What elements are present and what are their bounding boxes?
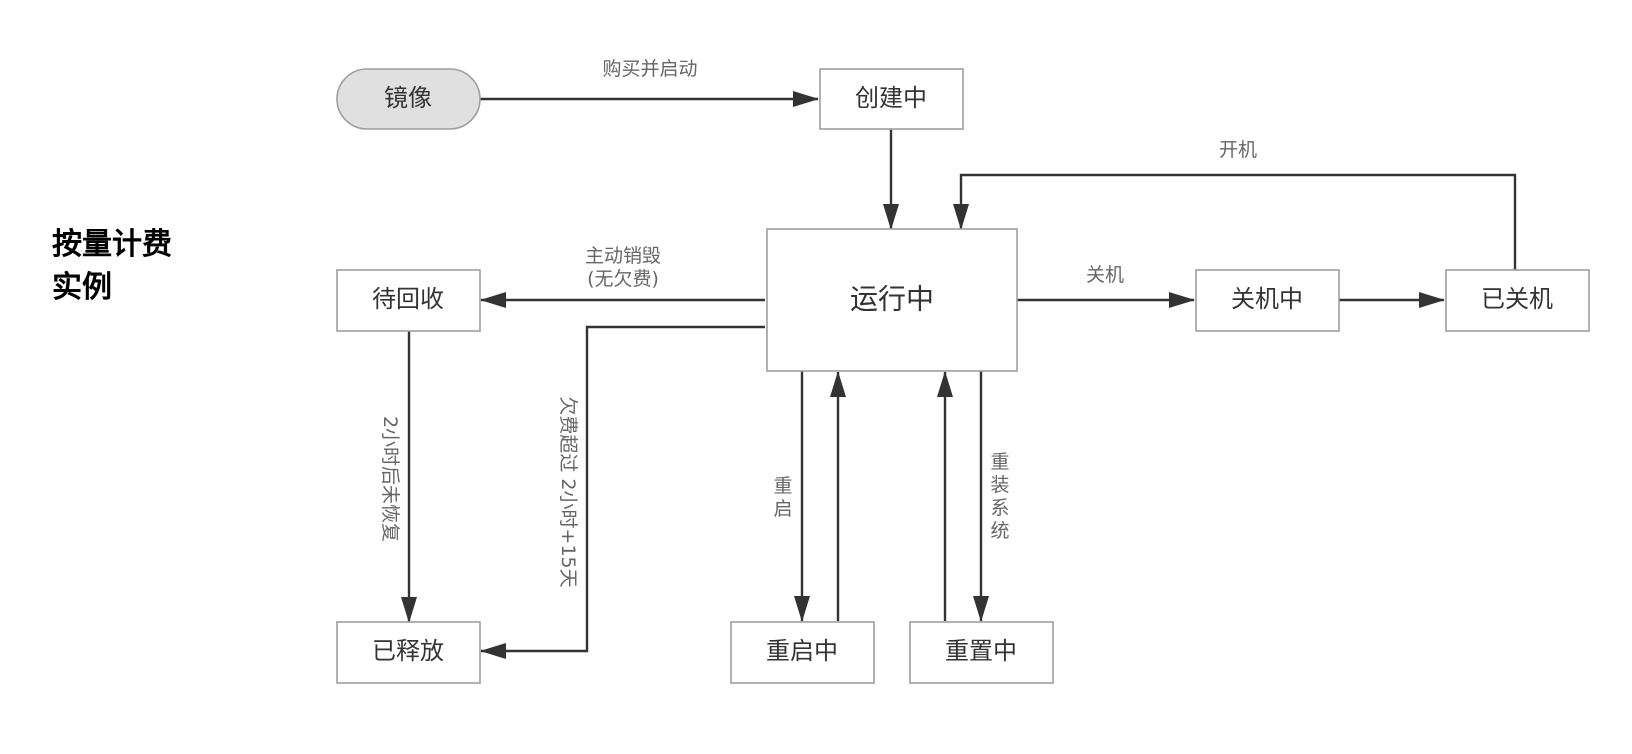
edge-label-destroy-line-2: (无欠费): [587, 268, 659, 290]
node-resetting-label: 重置中: [945, 637, 1017, 665]
nodes: 镜像 创建中 运行中 待回收 已释放 关机中 已关机 重启中: [336, 68, 1590, 684]
node-rebooting-label: 重启中: [766, 637, 838, 665]
edge-label-purchase-start: 购买并启动: [602, 58, 697, 80]
node-rebooting[interactable]: 重启中: [730, 621, 875, 684]
node-stopping[interactable]: 关机中: [1195, 269, 1340, 332]
edge-label-reinstall-3: 系: [990, 497, 1009, 519]
node-pending-recycle[interactable]: 待回收: [336, 269, 481, 332]
diagram-title-line-1: 按量计费: [52, 227, 172, 262]
edges: 购买并启动 开机 主动销毁 (无欠费) 欠费超过 2小时+15天 2小时后未恢复…: [379, 58, 1517, 659]
node-stopped[interactable]: 已关机: [1445, 269, 1590, 332]
node-stopped-label: 已关机: [1481, 285, 1553, 313]
edge-label-reboot-1: 重: [773, 475, 792, 497]
edge-label-reinstall-4: 统: [990, 520, 1009, 542]
node-pending-recycle-label: 待回收: [372, 285, 444, 313]
edge-label-reinstall-2: 装: [990, 474, 1009, 496]
node-released-label: 已释放: [372, 637, 444, 665]
node-released[interactable]: 已释放: [336, 621, 481, 684]
edge-label-destroy-line-1: 主动销毁: [585, 245, 661, 267]
node-image-label: 镜像: [384, 84, 432, 112]
node-creating[interactable]: 创建中: [819, 68, 964, 130]
edge-label-reboot-2: 启: [773, 498, 792, 520]
edge-running-to-released: [480, 325, 765, 659]
edge-label-reinstall-1: 重: [990, 451, 1009, 473]
node-running-label: 运行中: [850, 283, 934, 316]
edge-label-power-on: 开机: [1219, 139, 1257, 161]
edge-label-arrears: 欠费超过 2小时+15天: [557, 396, 579, 587]
diagram-title-line-2: 实例: [52, 270, 112, 305]
node-stopping-label: 关机中: [1231, 285, 1303, 313]
node-running[interactable]: 运行中: [766, 228, 1018, 372]
edge-label-power-off: 关机: [1086, 264, 1124, 286]
node-creating-label: 创建中: [855, 84, 927, 112]
edge-stopped-to-running: [953, 173, 1517, 270]
node-resetting[interactable]: 重置中: [909, 621, 1054, 684]
edge-label-2h-not-restored: 2小时后未恢复: [379, 416, 401, 542]
node-image[interactable]: 镜像: [336, 68, 481, 130]
